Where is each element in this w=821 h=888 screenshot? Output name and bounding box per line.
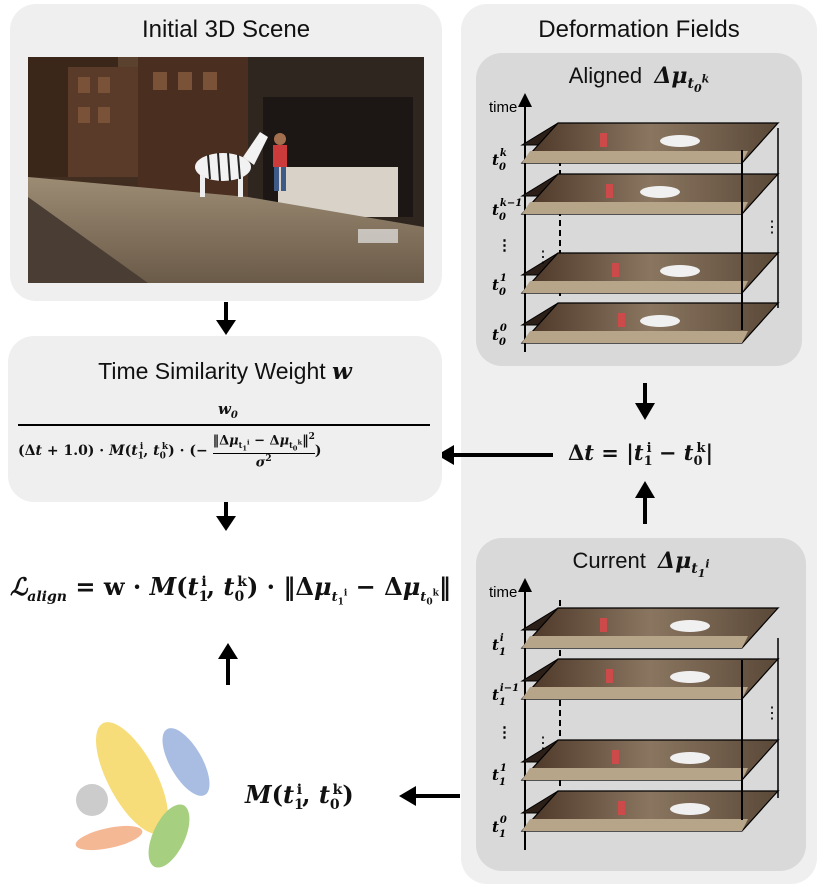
current-tick-label-i-1: t1i−1 (492, 683, 519, 708)
aligned-stack: ⋮⋮ (518, 93, 780, 352)
left-arrow-icon (437, 445, 553, 465)
person-figure (273, 133, 287, 191)
left-arrow-icon (399, 786, 460, 806)
loss-formula: ℒalign = w · M(t1i, t0k) · ‖Δμt1i − Δμt0… (10, 572, 451, 608)
current-title: Current Δμt1i (572, 548, 710, 581)
time-similarity-title: Time Similarity Weight w (98, 358, 352, 385)
down-arrow-icon (635, 383, 655, 420)
aligned-title: Aligned Δμt0k (568, 63, 710, 96)
delta-t-formula: Δt = |t1i − t0k| (568, 440, 714, 470)
aligned-tick-label-k: t0k (492, 148, 507, 173)
frame-plane (520, 302, 780, 344)
current-time-label: time (489, 584, 517, 601)
current-tick-label-i: t1i (492, 633, 506, 658)
weight-denominator: (Δt + 1.0) · M(t1i, t0k) · (− ‖Δμt1i − Δ… (18, 432, 322, 470)
aligned-tick-label-k-1: t0k−1 (492, 198, 522, 223)
zebra-figure (195, 132, 268, 197)
aligned-tick-label-0: t00 (492, 323, 507, 348)
fraction-bar (18, 424, 430, 426)
down-arrow-icon (216, 497, 236, 531)
time-similarity-panel: Time Similarity Weight w w0 (Δt + 1.0) ·… (8, 336, 442, 502)
current-tick-label-ellipsis: ⋮ (497, 723, 512, 741)
up-arrow-icon (635, 481, 655, 524)
deformation-fields-title: Deformation Fields (538, 16, 740, 43)
frame-plane (520, 739, 780, 781)
motion-mask-blobs (75, 722, 210, 868)
weight-numerator: w0 (218, 400, 238, 421)
aligned-tick-label-ellipsis: ⋮ (497, 236, 512, 254)
ellipsis: ⋮ (535, 247, 551, 266)
ellipsis: ⋮ (764, 703, 780, 722)
initial-scene-title: Initial 3D Scene (141, 16, 311, 43)
frame-plane (520, 790, 780, 832)
current-tick-label-0: t10 (492, 815, 507, 840)
initial-scene-panel: Initial 3D Scene (10, 4, 442, 301)
frame-plane (520, 173, 780, 215)
scene-image (28, 57, 424, 283)
ellipsis: ⋮ (535, 733, 551, 752)
current-tick-labels: t1i t1i−1 ⋮ t11 t10 (492, 633, 519, 840)
frame-plane (520, 252, 780, 294)
ellipsis: ⋮ (764, 217, 780, 236)
current-tick-label-1: t11 (492, 763, 507, 788)
up-arrow-icon (218, 643, 238, 685)
aligned-tick-labels: t0k t0k−1 ⋮ t01 t00 (492, 148, 522, 348)
aligned-tick-label-1: t01 (492, 273, 507, 298)
frame-plane (520, 658, 780, 700)
mask-formula: M(t1i, t0k) (245, 780, 354, 813)
frame-plane (520, 607, 780, 649)
aligned-time-label: time (489, 99, 517, 116)
frame-plane (520, 122, 780, 164)
current-stack: ⋮⋮ (518, 578, 780, 850)
down-arrow-icon (216, 302, 236, 335)
